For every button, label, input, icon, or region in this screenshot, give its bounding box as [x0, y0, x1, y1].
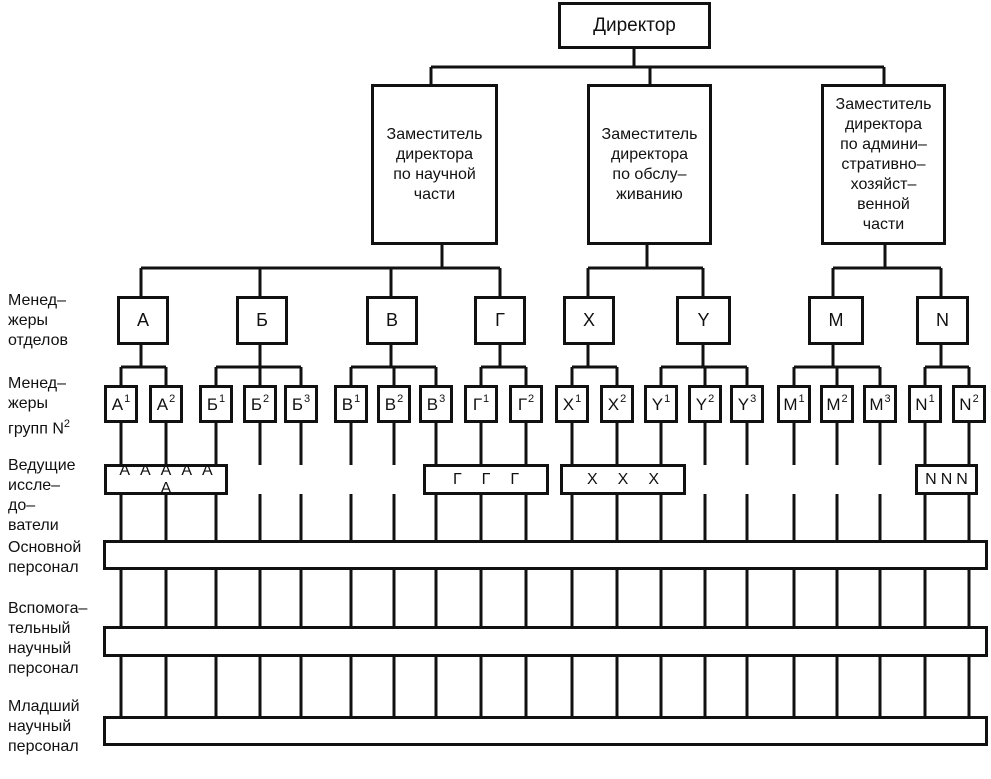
dept-box: Y: [676, 296, 731, 345]
group-label: А2: [156, 393, 176, 414]
row-label-main-staff: Основной персонал: [8, 539, 82, 576]
deputy-science-box: Заместитель директора по научной части: [371, 84, 498, 245]
group-label: N1: [915, 393, 935, 414]
row-label-group-managers-text: Менед– жеры групп N: [8, 375, 67, 438]
group-label: В1: [341, 393, 361, 414]
deputy-service-label: Заместитель директора по обслу– живанию: [601, 125, 698, 203]
main-staff-bar: [103, 540, 988, 570]
group-box: N2: [952, 385, 986, 423]
group-box: В3: [419, 385, 453, 423]
group-box: Y3: [730, 385, 764, 423]
row-label-dept-managers: Менед– жеры отделов: [8, 292, 68, 349]
group-label: Y3: [737, 393, 757, 414]
dept-label: А: [136, 310, 149, 330]
group-box: А2: [149, 385, 183, 423]
dept-box: X: [563, 296, 615, 345]
dept-label: В: [385, 310, 398, 330]
group-box: M3: [863, 385, 897, 423]
group-label: Г2: [517, 393, 535, 414]
group-label: Y2: [695, 393, 715, 414]
row-label-group-managers: Менед– жеры групп N2: [8, 374, 108, 439]
group-box: Б2: [243, 385, 277, 423]
deputy-admin-box: Заместитель директора по админи– стратив…: [821, 84, 946, 245]
group-box: Y1: [644, 385, 678, 423]
row-label-group-managers-sup: 2: [63, 418, 71, 430]
group-label: M2: [826, 393, 848, 414]
group-label: M3: [869, 393, 891, 414]
deputy-admin-label: Заместитель директора по админи– стратив…: [835, 95, 932, 233]
dept-label: M: [828, 310, 844, 330]
group-label: В3: [426, 393, 446, 414]
dept-box: А: [117, 296, 169, 345]
dept-label: N: [936, 310, 949, 330]
dept-label: X: [582, 310, 595, 330]
row-label-aux-staff: Вспомога– тельный научный персонал: [8, 600, 88, 677]
group-label: В2: [384, 393, 404, 414]
director-label: Директор: [593, 14, 676, 36]
row-label-junior-staff: Младший научный персонал: [8, 698, 80, 755]
group-box: N1: [908, 385, 942, 423]
group-label: Г1: [472, 393, 490, 414]
dept-label: Г: [495, 310, 505, 330]
group-box: X1: [555, 385, 589, 423]
dept-box: N: [916, 296, 969, 345]
group-box: Г1: [464, 385, 498, 423]
dept-box: Г: [474, 296, 526, 345]
group-box: В1: [334, 385, 368, 423]
group-label: N2: [959, 393, 979, 414]
group-box: M1: [777, 385, 811, 423]
aux-staff-bar: [103, 626, 988, 657]
dept-box: Б: [236, 296, 288, 345]
group-box: В2: [377, 385, 411, 423]
deputy-service-box: Заместитель директора по обслу– живанию: [587, 84, 712, 245]
group-box: А1: [104, 385, 138, 423]
dept-label: Y: [697, 310, 710, 330]
group-box: M2: [820, 385, 854, 423]
group-label: Б2: [250, 393, 270, 414]
group-box: Б3: [284, 385, 318, 423]
director-box: Директор: [558, 2, 711, 49]
group-label: Б3: [291, 393, 311, 414]
dept-label: Б: [256, 310, 268, 330]
group-label: X1: [562, 393, 582, 414]
dept-box: M: [808, 296, 864, 345]
row-label-lead-researchers: Ведущие иссле– до– ватели: [8, 457, 76, 534]
dept-box: В: [366, 296, 418, 345]
group-label: Y1: [651, 393, 671, 414]
group-label: Б1: [206, 393, 226, 414]
group-label: X2: [607, 393, 627, 414]
group-label: А1: [111, 393, 131, 414]
group-box: Y2: [688, 385, 722, 423]
group-label: M1: [783, 393, 805, 414]
group-box: Г2: [509, 385, 543, 423]
junior-staff-bar: [103, 716, 988, 746]
deputy-science-label: Заместитель директора по научной части: [386, 125, 483, 203]
group-box: X2: [600, 385, 634, 423]
group-box: Б1: [199, 385, 233, 423]
